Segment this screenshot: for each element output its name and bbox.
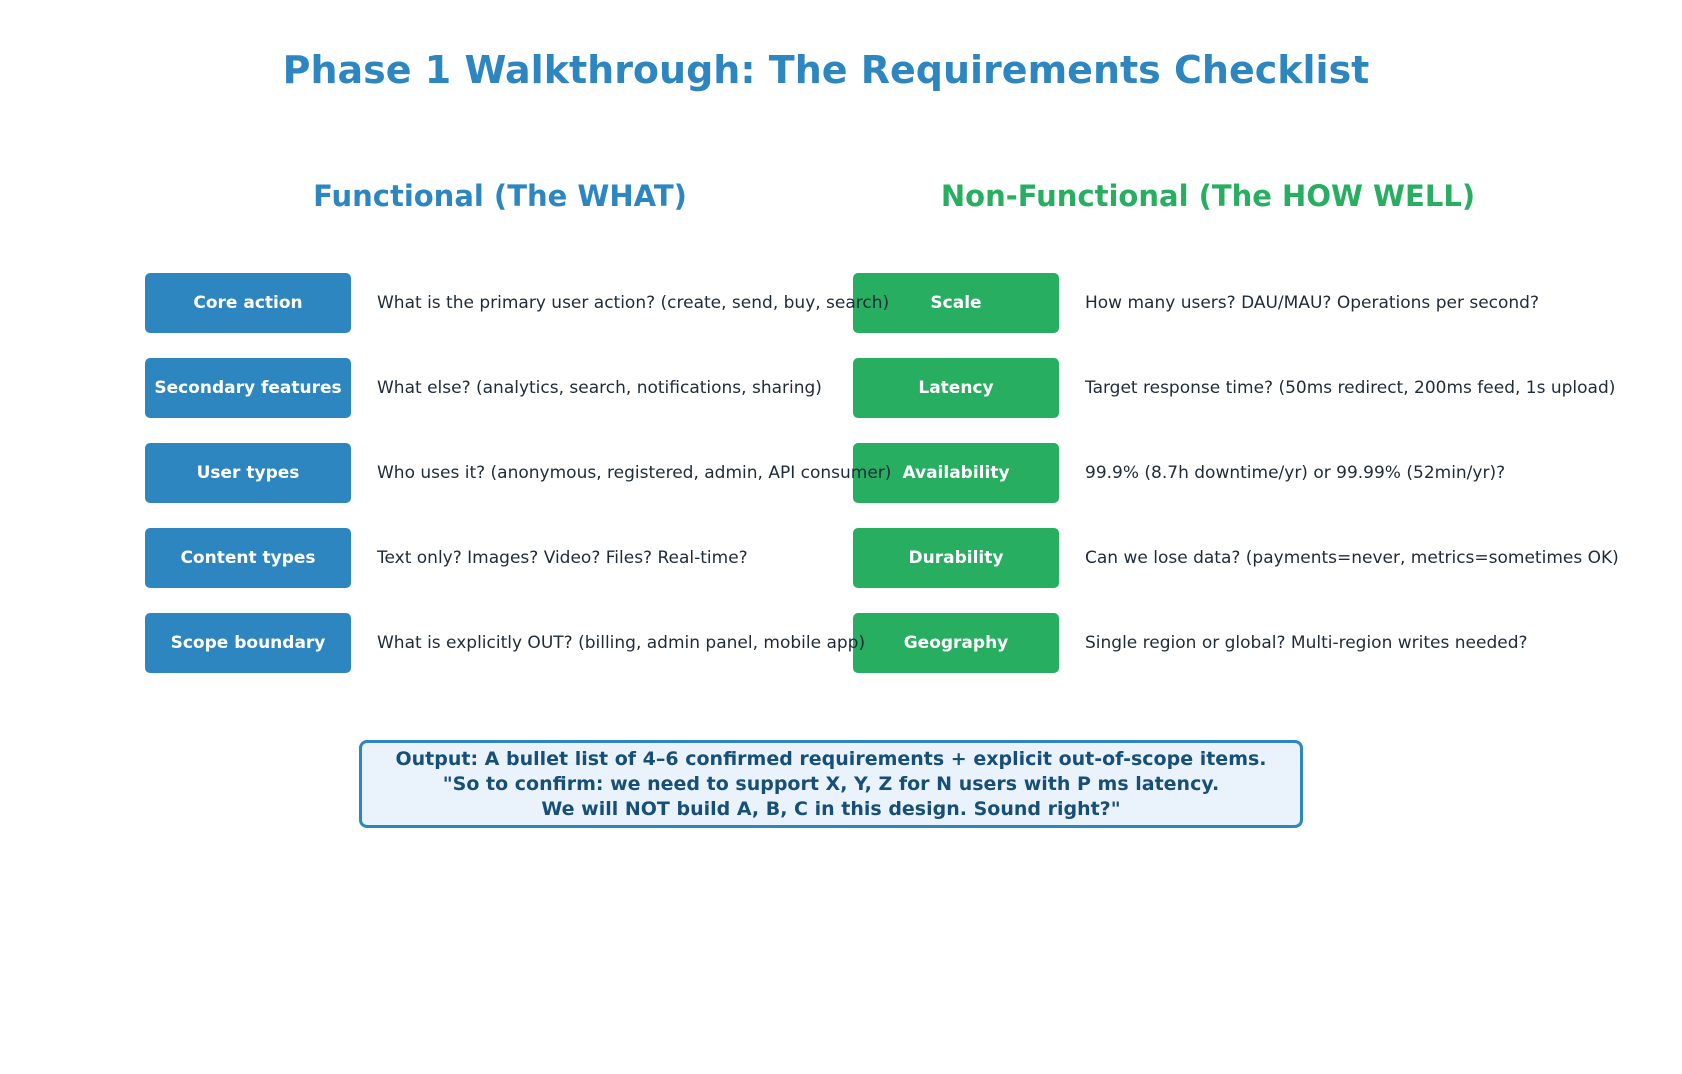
non-functional-tag: Geography	[853, 613, 1059, 673]
non-functional-tag: Scale	[853, 273, 1059, 333]
summary-line: "So to confirm: we need to support X, Y,…	[442, 772, 1220, 795]
functional-tag: User types	[145, 443, 351, 503]
summary-line: We will NOT build A, B, C in this design…	[541, 797, 1121, 820]
non-functional-description: How many users? DAU/MAU? Operations per …	[1085, 293, 1539, 313]
non-functional-description: Target response time? (50ms redirect, 20…	[1085, 378, 1616, 398]
functional-heading: Functional (The WHAT)	[313, 179, 687, 213]
functional-tag: Secondary features	[145, 358, 351, 418]
functional-description: Who uses it? (anonymous, registered, adm…	[377, 463, 892, 483]
functional-tag: Scope boundary	[145, 613, 351, 673]
functional-tag: Core action	[145, 273, 351, 333]
functional-tag: Content types	[145, 528, 351, 588]
non-functional-description: Can we lose data? (payments=never, metri…	[1085, 548, 1619, 568]
non-functional-tag: Latency	[853, 358, 1059, 418]
non-functional-heading: Non-Functional (The HOW WELL)	[940, 179, 1476, 213]
functional-description: What else? (analytics, search, notificat…	[377, 378, 822, 398]
functional-description: What is the primary user action? (create…	[377, 293, 890, 313]
non-functional-tag: Durability	[853, 528, 1059, 588]
summary-line: Output: A bullet list of 4–6 confirmed r…	[395, 747, 1267, 770]
functional-description: What is explicitly OUT? (billing, admin …	[377, 633, 866, 653]
functional-description: Text only? Images? Video? Files? Real-ti…	[377, 548, 748, 568]
non-functional-description: 99.9% (8.7h downtime/yr) or 99.99% (52mi…	[1085, 463, 1506, 483]
non-functional-tag: Availability	[853, 443, 1059, 503]
summary-callout: Output: A bullet list of 4–6 confirmed r…	[359, 740, 1303, 828]
non-functional-description: Single region or global? Multi-region wr…	[1085, 633, 1528, 653]
page-title: Phase 1 Walkthrough: The Requirements Ch…	[282, 48, 1370, 92]
